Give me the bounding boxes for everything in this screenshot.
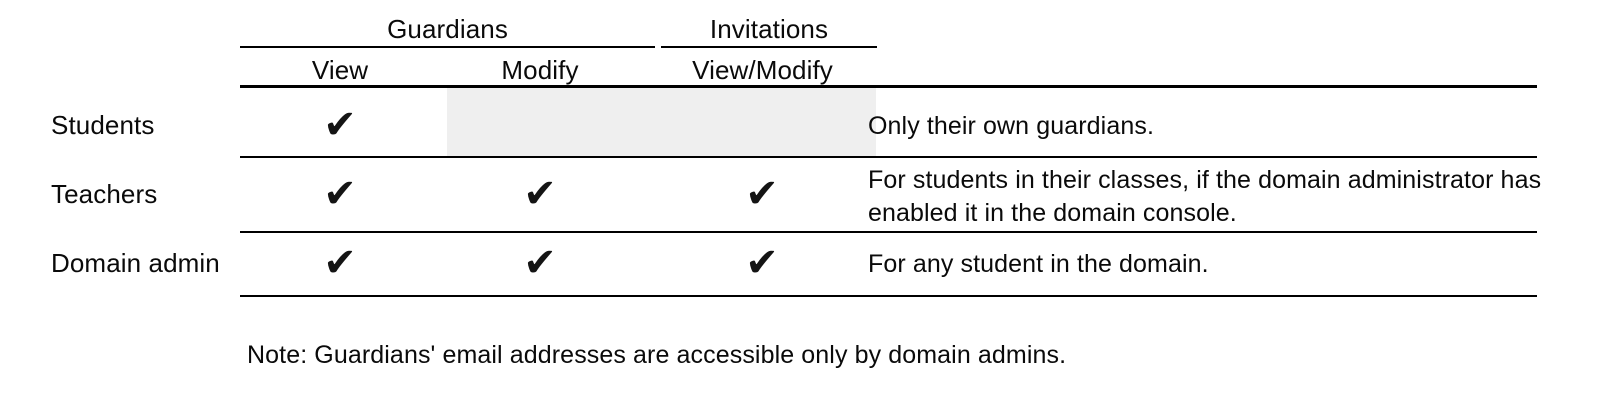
check-domain-admin-modify: ✔	[523, 240, 557, 286]
group-header-invitations: Invitations	[709, 14, 829, 44]
check-teachers-view: ✔	[323, 171, 357, 217]
row-label-students: Students	[51, 110, 155, 140]
column-header-modify: Modify	[501, 55, 579, 85]
row-rule-after-students	[240, 156, 1537, 158]
group-rule-guardians	[240, 46, 655, 48]
check-domain-admin-view: ✔	[323, 240, 357, 286]
check-teachers-view-modify: ✔	[745, 171, 779, 217]
column-header-view-modify: View/Modify	[692, 55, 833, 85]
row-label-domain-admin: Domain admin	[51, 248, 220, 278]
description-students: Only their own guardians.	[868, 112, 1154, 140]
group-header-guardians: Guardians	[387, 14, 508, 44]
row-label-teachers: Teachers	[51, 179, 158, 209]
row-rule-after-teachers	[240, 231, 1537, 233]
description-teachers: For students in their classes, if the do…	[868, 166, 1542, 227]
check-teachers-modify: ✔	[523, 171, 557, 217]
check-students-view: ✔	[323, 102, 357, 148]
column-header-view: View	[311, 55, 369, 85]
check-domain-admin-view-modify: ✔	[745, 240, 779, 286]
header-bottom-rule	[240, 85, 1537, 88]
shaded-cell-students-modify-and-invitations	[447, 88, 876, 156]
table-note: Note: Guardians' email addresses are acc…	[247, 341, 1067, 369]
table-bottom-rule	[240, 295, 1537, 297]
group-rule-invitations	[661, 46, 877, 48]
description-domain-admin: For any student in the domain.	[868, 250, 1209, 278]
